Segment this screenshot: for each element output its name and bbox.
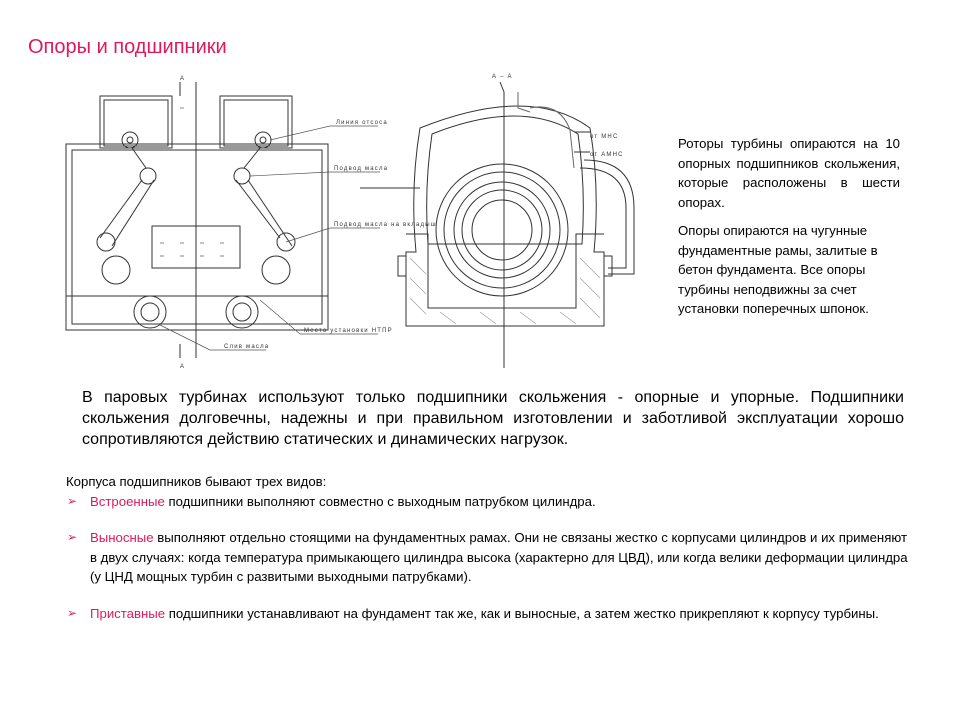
drawing-label: Подвод масла [334, 166, 388, 172]
housing-types-list: Корпуса подшипников бывают трех видов: ➢… [66, 472, 916, 623]
arrow-bullet-icon: ➢ [67, 493, 78, 508]
side-paragraph-rotors: Роторы турбины опираются на 10 опорных п… [678, 136, 900, 210]
drawing-label: Слив масла [224, 344, 269, 350]
list-item: ➢ Приставные подшипники устанавливают на… [66, 604, 916, 624]
front-view [65, 82, 329, 358]
arrow-bullet-icon: ➢ [67, 605, 78, 620]
list-item: ➢ Встроенные подшипники выполняют совмес… [66, 492, 916, 512]
drawing-label: А – А [492, 74, 513, 80]
list-item-keyword: Выносные [90, 530, 154, 545]
side-paragraph-supports: Опоры опираются на чугунные фундаментные… [678, 223, 878, 316]
main-paragraph: В паровых турбинах используют только под… [82, 389, 904, 448]
drawing-label: от МНС [590, 134, 618, 140]
list-item-keyword: Встроенные [90, 493, 165, 509]
drawing-label: Место установки НТПР [304, 328, 393, 334]
drawing-label: А [180, 76, 185, 82]
list-item: ➢ Выносные выполняют отдельно стоящими н… [66, 528, 916, 587]
list-intro: Корпуса подшипников бывают трех видов: [66, 474, 327, 489]
list-item-text: подшипники выполняют совместно с выходны… [164, 493, 596, 509]
list-item-text: выполняют отдельно стоящими на фундамент… [90, 530, 908, 584]
drawing-label: А [180, 364, 185, 370]
bearing-drawing: А А А – А Линия отсоса Подвод масла Подв… [65, 74, 635, 370]
list-item-keyword: Приставные [90, 605, 166, 621]
drawing-label: Подвод масла на вкладыш [334, 222, 437, 228]
list-item-text: подшипники устанавливают на фундамент та… [165, 605, 879, 621]
section-view [360, 81, 635, 368]
drawing-label: от АМНС [590, 152, 624, 158]
side-description: Роторы турбины опираются на 10 опорных п… [678, 134, 900, 319]
slide-title: Опоры и подшипники [28, 36, 227, 58]
arrow-bullet-icon: ➢ [67, 530, 78, 544]
drawing-label: Линия отсоса [336, 120, 388, 126]
